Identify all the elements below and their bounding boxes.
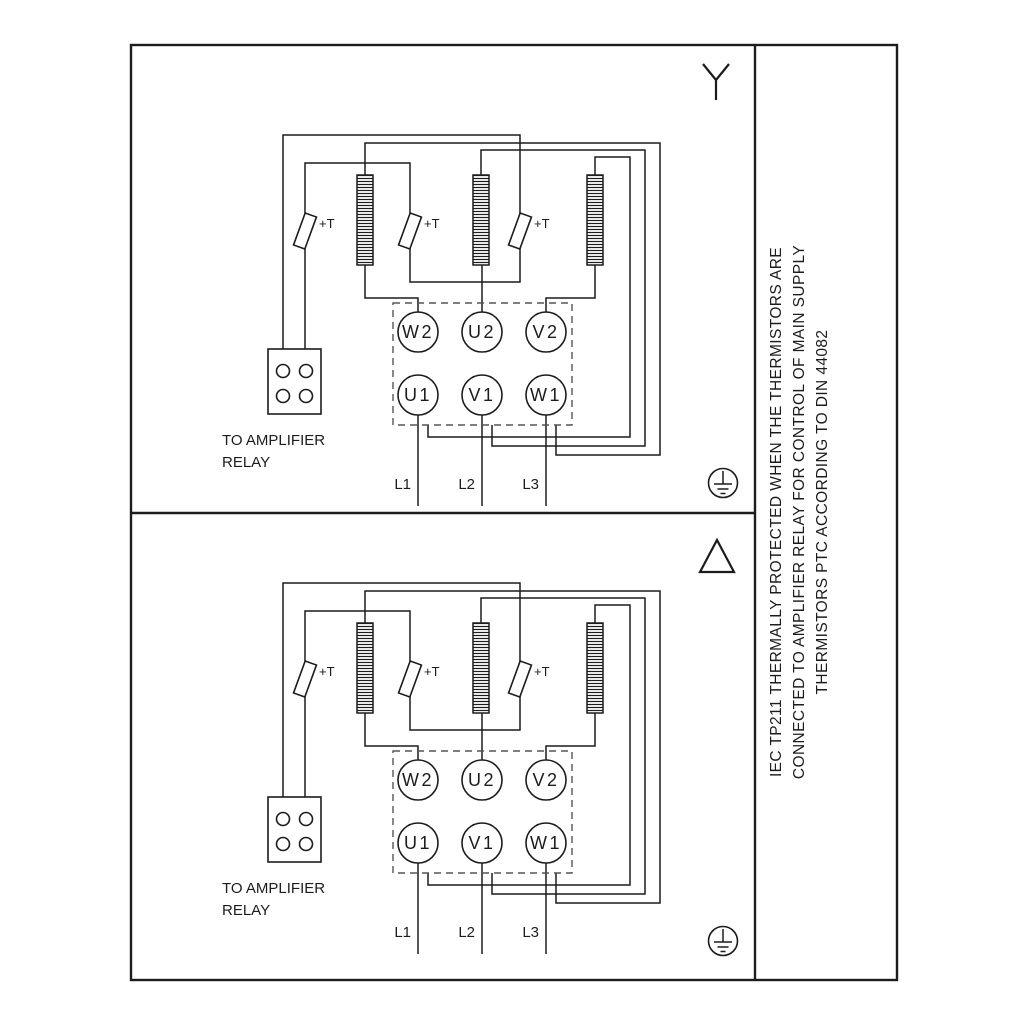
protective-earth-icon bbox=[707, 467, 739, 499]
motor-winding-2 bbox=[472, 622, 490, 714]
thermistor-1 bbox=[292, 211, 318, 251]
star-panel: +T +T +T W2 U2 V2 U1 V1 W1 L1 L2 L3 TO A… bbox=[222, 63, 739, 506]
terminal-w2 bbox=[397, 759, 439, 801]
routing-wire-3 bbox=[427, 604, 631, 886]
terminal-label: V2 bbox=[532, 770, 559, 790]
protective-earth-icon bbox=[707, 925, 739, 957]
relay-note-line1: TO AMPLIFIER bbox=[222, 880, 325, 897]
routing-wire-1 bbox=[364, 590, 661, 904]
terminal-label: U1 bbox=[404, 833, 432, 853]
winding1-terminal-wire bbox=[364, 265, 419, 313]
thermistor-label: +T bbox=[424, 216, 440, 231]
terminal-label: W1 bbox=[530, 833, 562, 853]
thermistor-label: +T bbox=[319, 216, 335, 231]
terminal-label: V2 bbox=[532, 322, 559, 342]
terminal-v2 bbox=[525, 311, 567, 353]
terminal-u2 bbox=[461, 759, 503, 801]
motor-winding-3 bbox=[586, 622, 604, 714]
terminal-v2 bbox=[525, 759, 567, 801]
delta-connection-icon bbox=[698, 537, 736, 574]
thermistor-1 bbox=[292, 659, 318, 699]
side-note-line3: THERMISTORS PTC ACCORDING TO DIN 44082 bbox=[814, 330, 831, 695]
thermistor-2 bbox=[397, 659, 423, 699]
thermistor-chain-wire bbox=[282, 582, 521, 797]
thermistor-label: +T bbox=[424, 664, 440, 679]
amplifier-relay-terminals bbox=[267, 348, 322, 415]
terminal-v1 bbox=[461, 374, 503, 416]
amplifier-relay-terminals bbox=[267, 796, 322, 863]
winding3-terminal-wire bbox=[545, 713, 596, 761]
thermistor-3 bbox=[507, 659, 533, 699]
delta-panel: +T +T +T W2 U2 V2 U1 V1 W1 L1 L2 L3 TO A… bbox=[222, 537, 739, 957]
wiring bbox=[282, 582, 661, 954]
routing-wire-2 bbox=[480, 597, 646, 895]
side-note: IEC TP211 THERMALLY PROTECTED WHEN THE T… bbox=[768, 245, 831, 779]
motor-winding-2 bbox=[472, 174, 490, 266]
motor-winding-1 bbox=[356, 622, 374, 714]
routing-wire-2 bbox=[480, 149, 646, 447]
thermistor-label: +T bbox=[319, 664, 335, 679]
terminal-w1 bbox=[525, 374, 567, 416]
winding1-terminal-wire bbox=[364, 713, 419, 761]
terminal-u2 bbox=[461, 311, 503, 353]
terminal-block-outline bbox=[392, 750, 573, 874]
relay-note-line1: TO AMPLIFIER bbox=[222, 432, 325, 449]
routing-wire-1 bbox=[364, 142, 661, 456]
side-note-line2: CONNECTED TO AMPLIFIER RELAY FOR CONTROL… bbox=[791, 245, 808, 779]
terminal-label: V1 bbox=[468, 833, 495, 853]
terminal-label: V1 bbox=[468, 385, 495, 405]
terminal-label: W2 bbox=[402, 322, 434, 342]
motor-winding-3 bbox=[586, 174, 604, 266]
supply-label-l1: L1 bbox=[394, 476, 411, 493]
star-connection-icon bbox=[702, 63, 730, 100]
relay-note-line2: RELAY bbox=[222, 902, 270, 919]
terminal-w1 bbox=[525, 822, 567, 864]
routing-wire-3 bbox=[427, 156, 631, 438]
supply-label-l2: L2 bbox=[458, 924, 475, 941]
wiring bbox=[282, 134, 661, 506]
thermistor-label: +T bbox=[534, 664, 550, 679]
terminal-u1 bbox=[397, 822, 439, 864]
terminal-label: U2 bbox=[468, 322, 496, 342]
terminal-w2 bbox=[397, 311, 439, 353]
supply-label-l3: L3 bbox=[522, 476, 539, 493]
supply-label-l1: L1 bbox=[394, 924, 411, 941]
thermistor-chain-wire bbox=[282, 134, 521, 349]
terminal-u1 bbox=[397, 374, 439, 416]
relay-note-line2: RELAY bbox=[222, 454, 270, 471]
supply-label-l2: L2 bbox=[458, 476, 475, 493]
terminal-v1 bbox=[461, 822, 503, 864]
terminal-label: U2 bbox=[468, 770, 496, 790]
supply-label-l3: L3 bbox=[522, 924, 539, 941]
thermistor-3 bbox=[507, 211, 533, 251]
thermistor-label: +T bbox=[534, 216, 550, 231]
thermistor-2 bbox=[397, 211, 423, 251]
side-note-line1: IEC TP211 THERMALLY PROTECTED WHEN THE T… bbox=[768, 247, 785, 777]
motor-winding-1 bbox=[356, 174, 374, 266]
winding3-terminal-wire bbox=[545, 265, 596, 313]
terminal-label: W1 bbox=[530, 385, 562, 405]
terminal-label: W2 bbox=[402, 770, 434, 790]
terminal-block-outline bbox=[392, 302, 573, 426]
terminal-label: U1 bbox=[404, 385, 432, 405]
